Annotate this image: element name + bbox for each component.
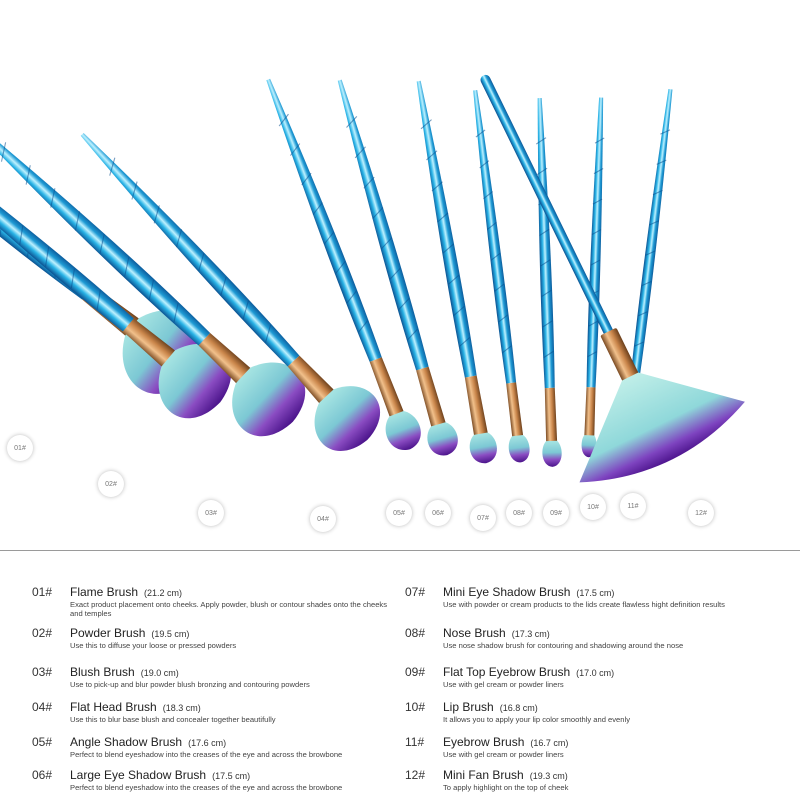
brush-name: Powder Brush — [70, 626, 146, 640]
brush-7 — [416, 80, 497, 464]
brush-item: 07# Mini Eye Shadow Brush (17.5 cm) Use wit… — [405, 585, 765, 609]
brush-description: Use with gel cream or powder liners — [443, 750, 564, 759]
brush-item-header: 05# Angle Shadow Brush (17.6 cm) — [32, 735, 392, 749]
brush-item-header: 10# Lip Brush (16.8 cm) — [405, 700, 765, 714]
brush-3 — [0, 119, 306, 437]
brush-name: Lip Brush — [443, 700, 494, 714]
brush-8 — [473, 89, 530, 463]
brush-item-header: 06# Large Eye Shadow Brush (17.5 cm) — [32, 768, 392, 782]
brush-name: Mini Fan Brush — [443, 768, 524, 782]
brush-number: 02# — [32, 626, 53, 640]
brush-description: Perfect to blend eyeshadow into the crea… — [70, 750, 343, 759]
brush-number-badge: 02# — [98, 471, 124, 497]
brush-2 — [0, 117, 232, 419]
brush-number: 06# — [32, 768, 53, 782]
brush-item-header: 08# Nose Brush (17.3 cm) — [405, 626, 765, 640]
brush-length: (17.3 cm) — [511, 629, 550, 639]
brush-number: 12# — [405, 768, 426, 782]
brush-number: 11# — [405, 735, 425, 749]
brush-item: 02# Powder Brush (19.5 cm) Use this to diff… — [32, 626, 392, 650]
brush-number: 03# — [32, 665, 53, 679]
brush-item: 04# Flat Head Brush (18.3 cm) Use this to b… — [32, 700, 392, 724]
brush-4 — [80, 132, 380, 451]
brush-item: 08# Nose Brush (17.3 cm) Use nose shadow br… — [405, 626, 765, 650]
brush-name: Flat Top Eyebrow Brush — [443, 665, 571, 679]
brush-item-header: 03# Blush Brush (19.0 cm) — [32, 665, 392, 679]
brush-number-badge: 06# — [425, 500, 451, 526]
brush-item: 12# Mini Fan Brush (19.3 cm) To apply highl… — [405, 768, 765, 792]
brush-number: 05# — [32, 735, 53, 749]
brush-name: Flame Brush — [70, 585, 139, 599]
brush-description: Use to pick-up and blur powder blush bro… — [70, 680, 310, 689]
brush-description: It allows you to apply your lip color sm… — [443, 715, 630, 724]
brush-item-header: 12# Mini Fan Brush (19.3 cm) — [405, 768, 765, 782]
brush-number: 01# — [32, 585, 53, 599]
brush-description: Use this to blur base blush and conceale… — [70, 715, 276, 724]
brush-9 — [535, 98, 562, 467]
brush-item: 06# Large Eye Shadow Brush (17.5 cm) Perfec… — [32, 768, 392, 792]
brush-name: Nose Brush — [443, 626, 506, 640]
brush-length: (17.0 cm) — [576, 668, 615, 678]
brush-10 — [581, 97, 605, 458]
brush-6 — [337, 79, 458, 456]
brush-number-badge: 09# — [543, 500, 569, 526]
brush-number-badge: 07# — [470, 505, 496, 531]
brush-length: (16.8 cm) — [499, 703, 538, 713]
brush-item-header: 07# Mini Eye Shadow Brush (17.5 cm) — [405, 585, 765, 599]
brush-number-badge: 08# — [506, 500, 532, 526]
brush-length: (19.0 cm) — [140, 668, 179, 678]
brush-number-badge: 12# — [688, 500, 714, 526]
brush-number: 10# — [405, 700, 426, 714]
brush-item-header: 02# Powder Brush (19.5 cm) — [32, 626, 392, 640]
brush-5 — [266, 78, 421, 451]
brush-length: (17.5 cm) — [212, 771, 251, 781]
brush-item: 05# Angle Shadow Brush (17.6 cm) Perfect to… — [32, 735, 392, 759]
brush-number-badge: 01# — [7, 435, 33, 461]
brush-number-badge: 03# — [198, 500, 224, 526]
brush-item-header: 04# Flat Head Brush (18.3 cm) — [32, 700, 392, 714]
brush-number-badge: 04# — [310, 506, 336, 532]
brush-number: 09# — [405, 665, 426, 679]
brush-item: 11# Eyebrow Brush (16.7 cm) Use with gel cr… — [405, 735, 765, 759]
brush-length: (19.3 cm) — [529, 771, 568, 781]
brush-set-photo — [0, 74, 745, 483]
brush-description: To apply highlight on the top of cheek — [443, 783, 569, 792]
brush-name: Mini Eye Shadow Brush — [443, 585, 571, 599]
brush-length: (17.6 cm) — [188, 738, 227, 748]
brush-description: Use with gel cream or powder liners — [443, 680, 564, 689]
brush-description: Use nose shadow brush for contouring and… — [443, 641, 684, 650]
brush-number: 08# — [405, 626, 426, 640]
brush-length: (19.5 cm) — [151, 629, 190, 639]
brush-item-header: 11# Eyebrow Brush (16.7 cm) — [405, 735, 765, 749]
brush-number-badge: 11# — [620, 493, 646, 519]
brush-item: 01# Flame Brush (21.2 cm) Exact product pla… — [32, 585, 392, 618]
brush-length: (16.7 cm) — [530, 738, 569, 748]
brush-number-badge: 05# — [386, 500, 412, 526]
brush-description: Use this to diffuse your loose or presse… — [70, 641, 237, 650]
brush-description: Perfect to blend eyeshadow into the crea… — [70, 783, 343, 792]
section-divider — [0, 550, 800, 551]
brush-name: Flat Head Brush — [70, 700, 157, 714]
brush-length: (17.5 cm) — [576, 588, 615, 598]
brush-item-header: 01# Flame Brush (21.2 cm) — [32, 585, 392, 599]
fan-brush-12 — [480, 74, 745, 483]
brush-description: Use with powder or cream products to the… — [443, 600, 725, 609]
brush-name: Angle Shadow Brush — [70, 735, 183, 749]
brush-name: Large Eye Shadow Brush — [70, 768, 207, 782]
brush-number: 04# — [32, 700, 53, 714]
brush-length: (21.2 cm) — [144, 588, 183, 598]
brush-item-header: 09# Flat Top Eyebrow Brush (17.0 cm) — [405, 665, 765, 679]
brush-item: 09# Flat Top Eyebrow Brush (17.0 cm) Use wi… — [405, 665, 765, 689]
brush-item: 03# Blush Brush (19.0 cm) Use to pick-up an… — [32, 665, 392, 689]
brush-name: Blush Brush — [70, 665, 135, 679]
brush-description: Exact product placement onto cheeks. App… — [70, 600, 388, 618]
brush-number-badge: 10# — [580, 494, 606, 520]
brush-number: 07# — [405, 585, 426, 599]
brush-length: (18.3 cm) — [162, 703, 201, 713]
brush-name: Eyebrow Brush — [443, 735, 525, 749]
brush-item: 10# Lip Brush (16.8 cm) It allows you to ap… — [405, 700, 765, 724]
